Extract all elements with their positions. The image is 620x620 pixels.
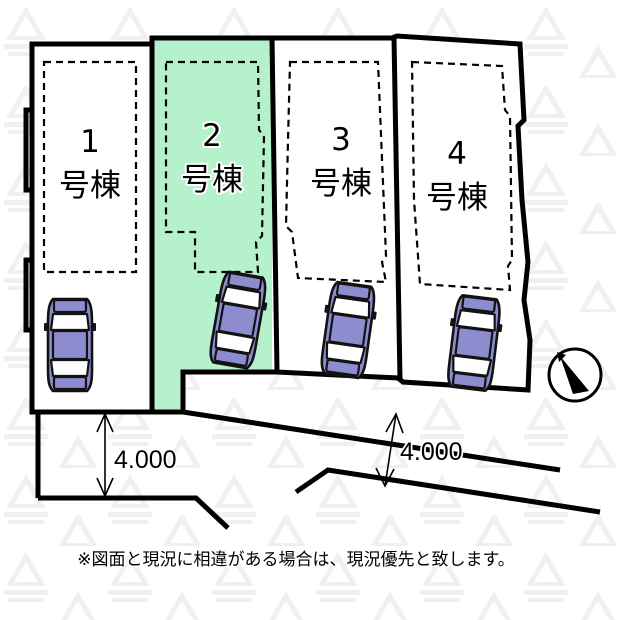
svg-text:号棟: 号棟 [426,180,488,216]
house-outline-lot-2 [164,60,266,274]
svg-text:4: 4 [447,136,467,172]
lot-divider-2-3 [269,37,280,373]
dimension-road-width-left: 4.000 [96,412,178,498]
car-lot-1 [42,297,98,393]
svg-text:4.000: 4.000 [400,438,463,466]
svg-text:号棟: 号棟 [181,162,243,198]
road-edge-north-slope [182,409,561,473]
house-outline-lot-3 [284,60,388,284]
lot-1-label: 1 号棟 [57,122,123,206]
dimension-road-width-right: 4.000 [375,412,464,488]
boundary-jog-upper-left [23,44,35,412]
svg-text:1: 1 [80,124,100,160]
house-outline-lot-4 [410,60,514,292]
disclaimer-caption: ※図面と現況に相違がある場合は、現況優先と致します。 [77,550,515,570]
svg-text:4.000: 4.000 [114,446,177,474]
svg-text:号棟: 号棟 [59,168,121,204]
lot-4-label: 4 号棟 [424,134,490,218]
svg-text:号棟: 号棟 [310,166,372,202]
site-boundary [29,33,533,415]
lot-3-label: 3 号棟 [308,120,374,204]
svg-text:3: 3 [331,122,351,158]
compass-rose [547,347,603,403]
road-edge-south-slope [294,467,601,515]
lot-divider-3-4 [391,36,403,381]
house-outline-lot-1 [42,60,138,274]
lot-2-label: 2 号棟 [179,116,245,200]
road-edge-south [38,495,230,530]
svg-text:2: 2 [202,118,222,154]
